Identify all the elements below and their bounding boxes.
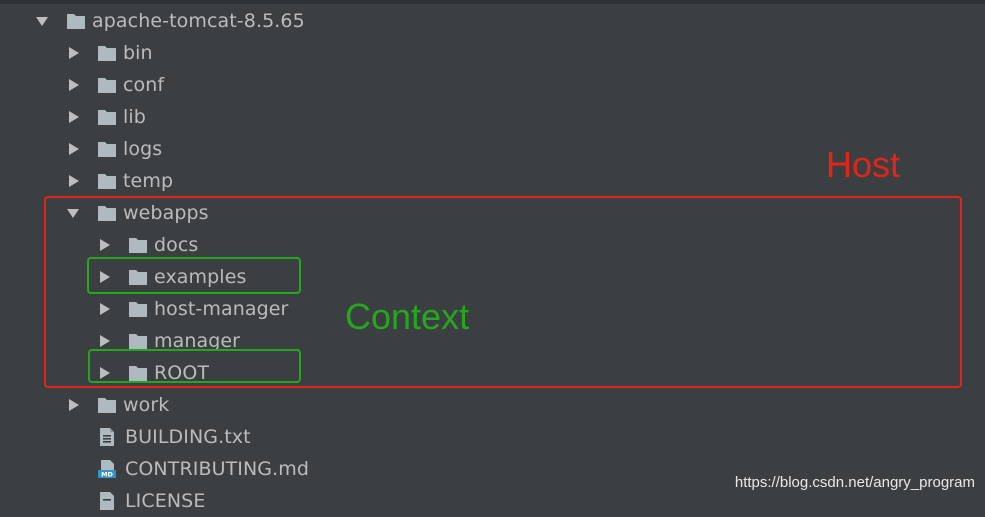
- chevron-right-icon[interactable]: [97, 366, 111, 380]
- chevron-right-icon[interactable]: [97, 334, 111, 348]
- markdown-file-icon: MD: [96, 459, 118, 479]
- folder-icon: [127, 363, 149, 383]
- host-annotation-box: [44, 196, 962, 388]
- watermark: https://blog.csdn.net/angry_program: [734, 474, 975, 491]
- folder-icon: [96, 395, 118, 415]
- tree-item-conf[interactable]: conf: [66, 69, 164, 101]
- tree-item-label: webapps: [123, 202, 209, 224]
- host-annotation-label: Host: [826, 144, 901, 185]
- tree-item-logs[interactable]: logs: [66, 133, 162, 165]
- tree-item-label: manager: [154, 330, 241, 352]
- context-annotation-box-root: [88, 349, 301, 383]
- folder-icon: [65, 11, 87, 31]
- chevron-right-icon[interactable]: [97, 270, 111, 284]
- tree-item-temp[interactable]: temp: [66, 165, 173, 197]
- tree-item-docs[interactable]: docs: [97, 229, 198, 261]
- tree-item-label: conf: [123, 74, 165, 96]
- folder-icon: [96, 203, 118, 223]
- folder-icon: [127, 331, 149, 351]
- folder-icon: [96, 75, 118, 95]
- svg-text:MD: MD: [101, 471, 113, 479]
- text-file-icon: [96, 491, 118, 511]
- tree-item-label: lib: [123, 106, 146, 128]
- tree-item-label: host-manager: [154, 298, 289, 320]
- tree-item-license[interactable]: LICENSE: [96, 485, 205, 517]
- tree-item-contributing-md[interactable]: MD CONTRIBUTING.md: [96, 453, 309, 485]
- folder-icon: [127, 235, 149, 255]
- tree-item-webapps[interactable]: webapps: [66, 197, 209, 229]
- chevron-right-icon[interactable]: [66, 110, 80, 124]
- tree-item-label: BUILDING.txt: [125, 426, 251, 448]
- text-file-icon: [96, 427, 118, 447]
- folder-icon: [96, 139, 118, 159]
- chevron-right-icon[interactable]: [66, 174, 80, 188]
- tree-item-work[interactable]: work: [66, 389, 169, 421]
- chevron-right-icon[interactable]: [66, 78, 80, 92]
- tree-item-lib[interactable]: lib: [66, 101, 146, 133]
- chevron-right-icon[interactable]: [97, 238, 111, 252]
- folder-icon: [127, 267, 149, 287]
- tree-item-label: examples: [154, 266, 247, 288]
- tree-item-label: LICENSE: [125, 490, 206, 512]
- tree-item-label: docs: [154, 234, 199, 256]
- tree-item-label: bin: [123, 42, 153, 64]
- tree-item-host-manager[interactable]: host-manager: [97, 293, 288, 325]
- tree-item-label: apache-tomcat-8.5.65: [92, 10, 305, 32]
- context-annotation-label: Context: [345, 296, 470, 337]
- folder-icon: [96, 107, 118, 127]
- tree-item-label: work: [123, 394, 170, 416]
- tree-item-bin[interactable]: bin: [66, 37, 153, 69]
- tree-item-building-txt[interactable]: BUILDING.txt: [96, 421, 251, 453]
- folder-icon: [127, 299, 149, 319]
- tree-item-root[interactable]: ROOT: [97, 357, 209, 389]
- chevron-down-icon[interactable]: [66, 206, 80, 220]
- chevron-right-icon[interactable]: [66, 46, 80, 60]
- top-border: [0, 0, 985, 4]
- folder-icon: [96, 171, 118, 191]
- tree-item-label: temp: [123, 170, 174, 192]
- tree-item-label: logs: [123, 138, 163, 160]
- chevron-right-icon[interactable]: [66, 142, 80, 156]
- chevron-right-icon[interactable]: [97, 302, 111, 316]
- tree-item-manager[interactable]: manager: [97, 325, 240, 357]
- chevron-right-icon[interactable]: [66, 398, 80, 412]
- tree-item-examples[interactable]: examples: [97, 261, 246, 293]
- folder-icon: [96, 43, 118, 63]
- context-annotation-box-examples: [87, 257, 301, 294]
- tree-item-label: CONTRIBUTING.md: [125, 458, 310, 480]
- tree-item-apache-tomcat[interactable]: apache-tomcat-8.5.65: [35, 5, 305, 37]
- chevron-down-icon[interactable]: [35, 14, 49, 28]
- tree-item-label: ROOT: [154, 362, 210, 384]
